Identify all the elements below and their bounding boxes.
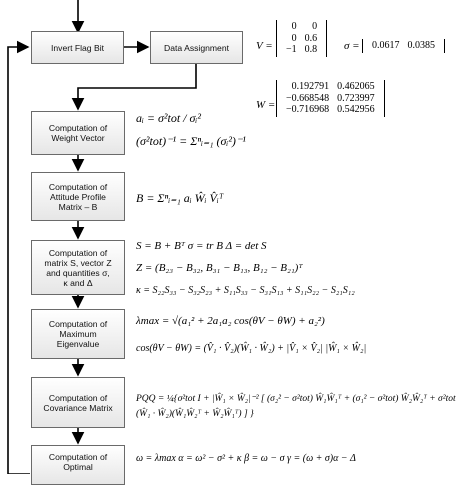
attitude-profile-box: Computation of Attitude Profile Matrix –… [31,172,125,221]
matrix-s-line-4: κ and Δ [63,277,93,288]
eigen-equation-1: λmax = √(a₁² + 2a₁a₂ cos(θV − θW) + a₂²) [136,315,325,327]
eigen-line-2: Maximum [59,329,97,339]
data-assignment-label: Data Assignment [164,42,229,53]
cov-line-1: Computation of [48,392,108,403]
v-cell: 0 [312,21,318,32]
matrix-s-equation-3: κ = S₂₂S₃₃ − S₃₂S₂₃ + S₁₁S₃₃ − S₃₁S₁₃ + … [136,285,355,296]
eigen-equation-2: cos(θV − θW) = (V̂₁ · V̂₂)(Ŵ₁ · Ŵ₂) + |V… [136,343,367,354]
sigma-vector: 0.0617 0.0385 [362,39,445,53]
weight-line-2: Weight Vector [51,133,105,143]
cov-line-2: Covariance Matrix [43,402,113,413]
optimal-line-1: Computation of [48,452,108,462]
weight-equation-2: (σ²tot)⁻¹ = Σⁿᵢ₌₁ (σᵢ²)⁻¹ [136,134,246,148]
matrix-s-equation-1: S = B + Bᵀ σ = tr B Δ = det S [136,240,267,252]
max-eigenvalue-box: Computation of Maximum Eigenvalue [31,309,125,359]
weight-vector-box: Computation of Weight Vector [31,111,125,155]
optimal-line-2: Optimal [63,462,93,472]
covariance-equation: PQQ = ¼{σ²tot I + |Ŵ₁ × Ŵ₂|⁻² [ (σ₂² − σ… [136,394,456,419]
attitude-line-3: Matrix – B [58,201,98,212]
w-cell: 0.462065 [337,81,375,92]
w-label: W = [256,99,276,111]
w-cell: −0.668548 [286,92,330,104]
covariance-matrix-box: Computation of Covariance Matrix [31,377,125,428]
arrow-loop-back [7,40,30,474]
weight-line-1: Computation of [48,123,108,133]
attitude-line-1: Computation of [48,181,108,192]
v-cell: 0 [291,21,297,32]
optimal-equation: ω = λmax α = ω² − σ² + κ β = ω − σ γ = (… [136,453,356,464]
eigen-line-3: Eigenvalue [56,339,100,349]
matrix-s-box: Computation of matrix S, vector Z and qu… [31,240,125,295]
v-cell: 0 [291,32,297,44]
data-assignment-box: Data Assignment [150,31,243,64]
matrix-s-equation-2: Z = (B₂₃ − B₃₂, B₃₁ − B₁₃, B₁₂ − B₂₁)ᵀ [136,262,303,274]
w-cell: 0.192791 [291,81,330,92]
v-cell: 0.8 [304,44,318,55]
w-cell: −0.716968 [286,104,330,115]
w-cell: 0.723997 [337,92,375,104]
optimal-box: Computation of Optimal [31,445,125,485]
v-label: V = [256,40,273,52]
v-cell: −1 [286,44,297,55]
arrow-assign-to-weight [71,64,197,111]
flow-connectors [7,0,197,474]
eigen-line-1: Computation of [48,319,108,329]
invert-flag-bit-box: Invert Flag Bit [31,31,124,64]
matrix-s-line-2: matrix S, vector Z [44,257,112,268]
sigma-label: σ = [344,40,360,52]
invert-flag-bit-label: Invert Flag Bit [50,42,104,53]
attitude-equation: B = Σⁿᵢ₌₁ aᵢ Ŵᵢ V̂ᵢᵀ [136,191,224,205]
matrix-s-line-3: and quantities σ, [46,267,110,278]
v-cell: 0.6 [304,32,318,44]
matrix-s-line-1: Computation of [48,247,108,258]
sigma-cell: 0.0617 [372,40,400,51]
weight-equation-1: aᵢ = σ²tot / σᵢ² [136,111,201,125]
attitude-line-2: Attitude Profile [50,191,106,202]
w-cell: 0.542956 [337,104,375,115]
w-matrix: 0.192791 0.462065 −0.668548 0.723997 −0.71… [276,80,385,117]
sigma-cell: 0.0385 [407,40,436,51]
